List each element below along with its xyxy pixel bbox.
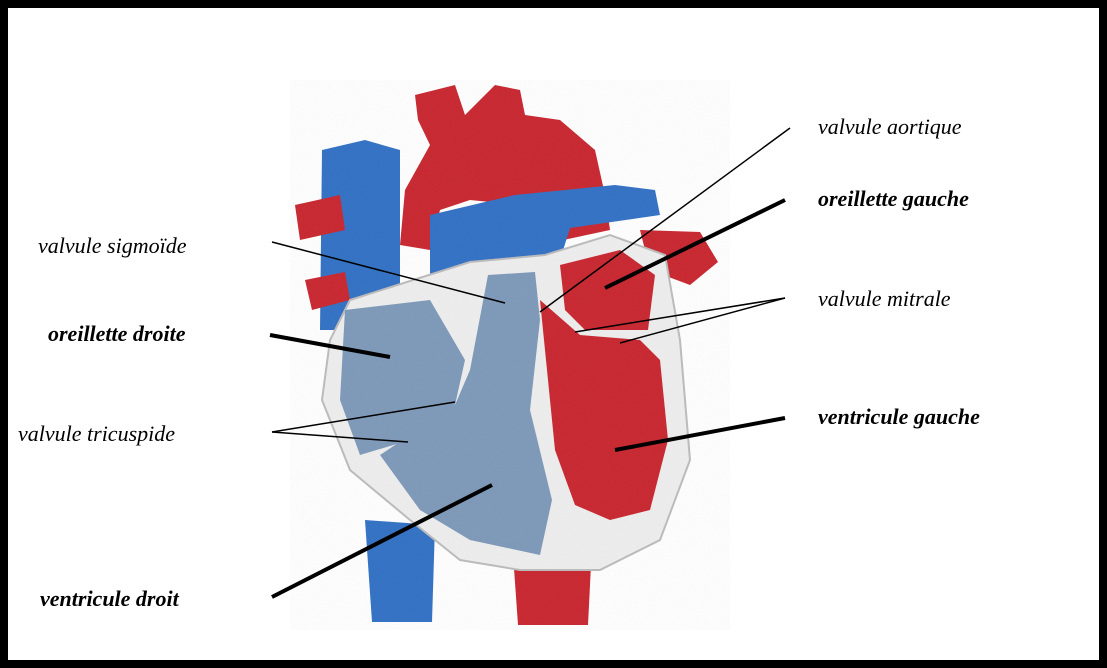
heart-illustration (290, 80, 730, 630)
label-ventricule-droit: ventricule droit (40, 588, 179, 610)
label-valvule-sigmoide: valvule sigmoïde (38, 235, 186, 257)
label-oreillette-droite: oreillette droite (48, 323, 185, 345)
diagram-frame: valvule aortique oreillette gauche valvu… (8, 8, 1099, 660)
label-ventricule-gauche: ventricule gauche (818, 406, 980, 428)
label-valvule-tricuspide: valvule tricuspide (18, 423, 175, 445)
label-valvule-aortique: valvule aortique (818, 116, 962, 138)
label-valvule-mitrale: valvule mitrale (818, 288, 951, 310)
label-oreillette-gauche: oreillette gauche (818, 188, 969, 210)
